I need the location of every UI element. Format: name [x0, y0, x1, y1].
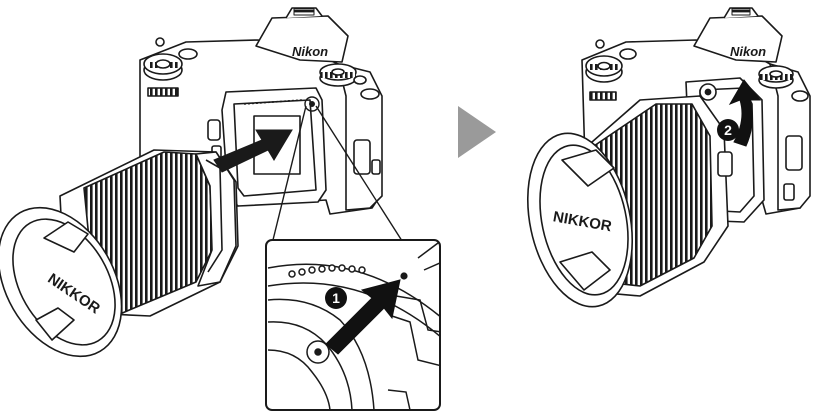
- mounting-mark-dot: [400, 272, 408, 280]
- step-1-label: 1: [332, 290, 340, 306]
- inset-align-arrow: [325, 279, 401, 355]
- lens-left: [0, 149, 239, 358]
- step-2-label: 2: [724, 122, 732, 138]
- mount-direction-arrow: [213, 129, 293, 173]
- camera-brand-label-left: Nikon: [292, 44, 328, 59]
- flow-arrow-icon: [458, 106, 496, 158]
- lens-right: [526, 77, 765, 308]
- callout-lines: [271, 96, 405, 245]
- mount-index-inset: [265, 239, 441, 411]
- step-1-badge: [325, 287, 347, 309]
- camera-brand-label-right: Nikon: [730, 44, 766, 59]
- rotate-direction-arrow: [728, 79, 762, 147]
- step-2-badge: [717, 119, 739, 141]
